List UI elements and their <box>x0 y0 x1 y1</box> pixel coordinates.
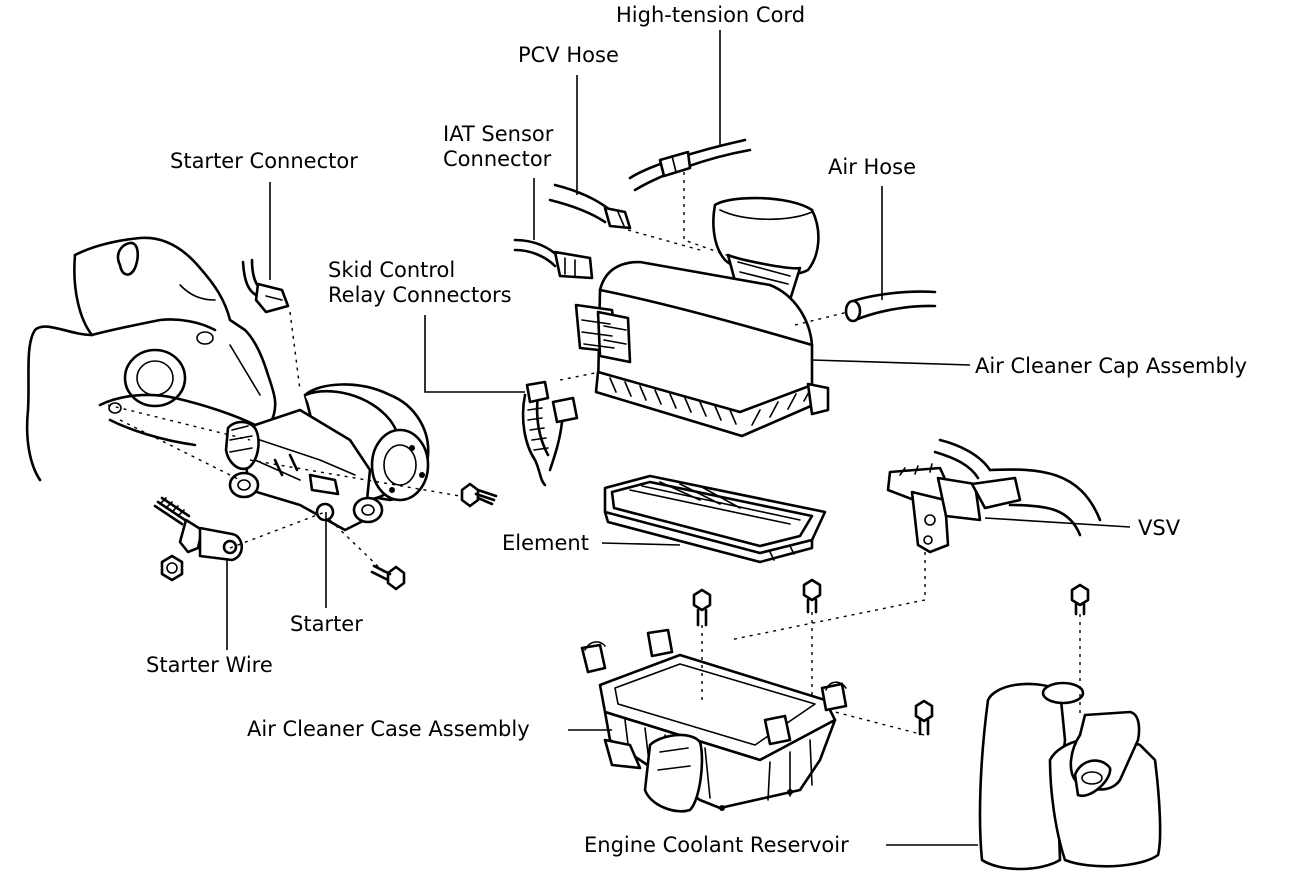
air-cleaner-cap-assembly <box>574 196 830 438</box>
air-cleaner-case-assembly <box>580 628 848 813</box>
iat-sensor-connector <box>513 238 594 280</box>
case-bolt-2 <box>802 578 822 614</box>
label-skid-control-relay-connectors: Skid Control Relay Connectors <box>328 258 512 308</box>
label-high-tension-cord: High-tension Cord <box>616 3 806 27</box>
label-starter-connector: Starter Connector <box>170 149 358 173</box>
label-engine-coolant-reservoir: Engine Coolant Reservoir <box>584 833 849 857</box>
label-starter-wire: Starter Wire <box>146 653 273 677</box>
starter-connector <box>241 258 290 314</box>
reservoir-bolt <box>1070 583 1090 616</box>
element <box>603 474 827 564</box>
high-tension-cord <box>628 138 752 192</box>
label-air-cleaner-case-assembly: Air Cleaner Case Assembly <box>247 717 530 741</box>
case-bolt-3 <box>914 699 934 736</box>
skid-control-relay-connectors <box>521 380 579 487</box>
label-vsv: VSV <box>1138 516 1181 540</box>
air-hose <box>844 290 937 323</box>
engine-coolant-reservoir <box>978 681 1162 871</box>
label-iat-sensor-connector-line-1: IAT Sensor <box>443 122 554 146</box>
starter-bolt-lower <box>370 564 406 591</box>
assembly-dashed-lines <box>107 172 1081 736</box>
starter-wire <box>153 496 244 582</box>
case-bolt-1 <box>692 588 712 627</box>
transmission-housing <box>25 236 277 482</box>
starter <box>224 383 430 532</box>
label-starter: Starter <box>290 612 363 636</box>
leader-lines <box>226 30 1131 846</box>
label-pcv-hose: PCV Hose <box>518 43 619 67</box>
label-air-hose: Air Hose <box>828 155 917 179</box>
starter-bolt-upper <box>460 482 498 508</box>
label-element: Element <box>502 531 589 555</box>
vsv <box>886 438 1102 554</box>
label-skid-control-line-2: Relay Connectors <box>328 283 512 307</box>
label-skid-control-line-1: Skid Control <box>328 258 456 282</box>
label-iat-sensor-connector-line-2: Connector <box>443 147 552 171</box>
label-air-cleaner-cap-assembly: Air Cleaner Cap Assembly <box>975 354 1248 378</box>
pcv-hose <box>548 183 632 230</box>
label-iat-sensor-connector: IAT Sensor Connector <box>443 122 553 172</box>
